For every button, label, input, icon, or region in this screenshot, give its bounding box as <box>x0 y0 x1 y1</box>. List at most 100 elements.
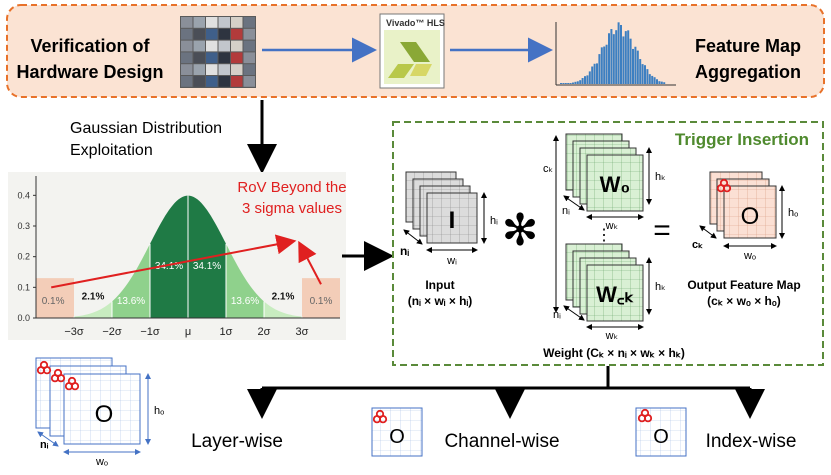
histogram-bar <box>648 74 651 84</box>
histogram-bar <box>579 80 582 84</box>
histogram-bar <box>646 69 649 84</box>
histogram-bar <box>598 54 601 84</box>
rov-annotation-line2: 3 sigma values <box>242 200 342 217</box>
collage-tile <box>193 52 205 64</box>
input-dim-h: hᵢ <box>490 215 498 227</box>
x-tick-label: 2σ <box>258 326 271 338</box>
collage-tile <box>206 40 218 52</box>
y-tick-label: 0.0 <box>17 313 30 323</box>
histogram-bar <box>584 76 586 84</box>
histogram-bar <box>588 71 591 84</box>
histogram-bar <box>608 33 610 84</box>
y-tick-label: 0.3 <box>17 221 30 231</box>
banner-right-label-line1: Feature Map <box>695 36 801 56</box>
y-tick-label: 0.2 <box>17 252 30 262</box>
channel-wise-letter: O <box>389 426 405 448</box>
weight-top-dim-h: hₖ <box>655 171 666 183</box>
histogram-bar <box>656 79 658 84</box>
x-tick-label: −3σ <box>64 326 84 338</box>
percent-label: 13.6% <box>231 296 259 307</box>
gaussian-caption-line1: Gaussian Distribution <box>70 120 222 137</box>
collage-tile <box>243 76 255 87</box>
collage-tile <box>181 28 193 40</box>
rov-arrow-left <box>51 234 297 289</box>
weight-top-dim-n: nᵢ <box>562 205 570 217</box>
histogram-bar <box>641 64 644 84</box>
index-wise-grid: O <box>635 407 687 457</box>
percent-label: 34.1% <box>155 261 183 272</box>
collage-tile <box>181 40 193 52</box>
collage-tile <box>218 17 230 28</box>
input-tensor: I <box>405 171 478 244</box>
weight-bottom-dim-n: nᵢ <box>553 309 561 321</box>
collage-tile <box>218 64 230 75</box>
histogram-bar <box>622 36 625 84</box>
convolution-symbol: ✻ <box>502 206 539 255</box>
histogram-bar <box>569 83 572 84</box>
collage-tile <box>206 64 218 75</box>
weight-caption: Weight (Cₖ × nᵢ × wₖ × hₖ) <box>543 346 685 360</box>
channel-wise-label: Channel-wise <box>444 431 559 452</box>
collage-tile <box>231 64 243 75</box>
collage-tile <box>181 17 193 28</box>
output-tensor: O <box>709 171 777 239</box>
layer-wise-stack: O <box>35 357 141 445</box>
output-formula: (cₖ × wₒ × hₒ) <box>707 294 781 308</box>
histogram-bar <box>615 30 618 84</box>
histogram-bar <box>632 48 634 84</box>
x-tick-label: 3σ <box>296 326 309 338</box>
banner-right-label-line2: Aggregation <box>695 62 801 82</box>
banner-left-label-line2: Hardware Design <box>16 62 163 82</box>
histogram-bar <box>603 46 606 84</box>
band-neg2-neg1 <box>112 243 150 318</box>
output-dim-c: cₖ <box>692 239 703 251</box>
collage-tile <box>218 28 230 40</box>
collage-tile <box>231 17 243 28</box>
band-2-3 <box>264 301 302 318</box>
index-wise-letter: O <box>653 426 669 448</box>
weight-ellipsis: ⋮ <box>596 227 612 244</box>
percent-label: 0.1% <box>42 296 65 307</box>
equals-sign: = <box>653 214 671 247</box>
gaussian-caption-line2: Exploitation <box>70 142 153 159</box>
collage-tile <box>243 52 255 64</box>
collage-tile <box>231 52 243 64</box>
index-wise-label: Index-wise <box>706 431 797 452</box>
output-letter: O <box>741 203 760 230</box>
histogram-bar <box>610 29 613 85</box>
layer-dim-h: hₒ <box>154 405 164 417</box>
collage-tile <box>206 28 218 40</box>
layer-dim-n: nᵢ <box>40 439 49 451</box>
layer-dim-w: wₒ <box>95 456 108 468</box>
weight-bottom-dim-h: hₖ <box>655 281 666 293</box>
vivado-hls-label: Vivado™ HLS <box>386 18 445 28</box>
collage-tile <box>243 64 255 75</box>
collage-tile <box>243 17 255 28</box>
dataset-thumbnail <box>180 16 256 88</box>
percent-label: 2.1% <box>82 292 105 303</box>
weight-bottom-dim-w: wₖ <box>605 330 619 342</box>
band-neg3-neg2 <box>74 301 112 318</box>
layer-wise-label: Layer-wise <box>191 431 283 452</box>
collage-tile <box>231 28 243 40</box>
collage-tile <box>206 76 218 87</box>
histogram-bar <box>572 82 574 84</box>
collage-tile <box>218 52 230 64</box>
output-dim-h: hₒ <box>788 207 798 219</box>
rov-arrow-right <box>298 240 322 285</box>
histogram-bar <box>644 65 646 84</box>
histogram-bar <box>617 22 620 84</box>
collage-tile <box>181 64 193 75</box>
histogram-bar <box>581 78 584 84</box>
weight-tensor-0: W₀ <box>565 133 644 212</box>
x-tick-label: 1σ <box>220 326 233 338</box>
x-tick-label: −1σ <box>140 326 160 338</box>
input-dim-n: nᵢ <box>400 244 409 258</box>
histogram-bar <box>596 63 598 84</box>
histogram-bar <box>660 81 663 84</box>
collage-tile <box>193 64 205 75</box>
weight-letter-top: W₀ <box>600 172 631 197</box>
histogram-bar <box>653 77 656 84</box>
right-tail-box <box>302 278 340 318</box>
